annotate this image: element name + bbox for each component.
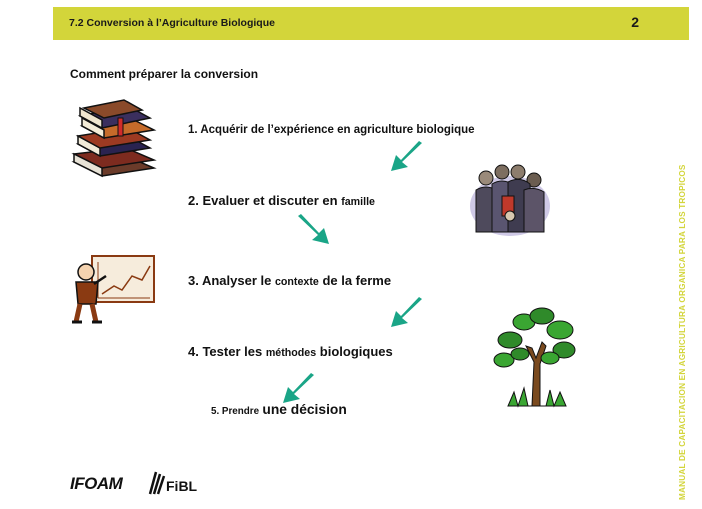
down-right-arrow-icon bbox=[298, 214, 329, 244]
group-of-people-clipart bbox=[470, 164, 550, 236]
page-number: 2 bbox=[631, 14, 639, 30]
books-clipart bbox=[71, 99, 157, 178]
step-5: 5. Prendre une décision bbox=[211, 402, 347, 417]
step-3: 3. Analyser le contexte de la ferme bbox=[188, 273, 392, 288]
ifoam-logo: IFOAM bbox=[70, 474, 123, 493]
presenter-chart-clipart bbox=[72, 255, 155, 324]
down-left-arrow-icon bbox=[391, 297, 422, 327]
tree-clipart bbox=[493, 307, 576, 408]
fibl-mark-icon bbox=[148, 471, 166, 495]
chapter-title: 7.2 Conversion à l’Agriculture Biologiqu… bbox=[69, 17, 275, 29]
header-bar: 7.2 Conversion à l’Agriculture Biologiqu… bbox=[53, 7, 689, 40]
step-1: 1. Acquérir de l’expérience en agricultu… bbox=[188, 124, 475, 136]
slide-subtitle: Comment préparer la conversion bbox=[70, 67, 259, 81]
fibl-logo-text: FiBL bbox=[166, 478, 198, 494]
fibl-logo: FiBL bbox=[148, 470, 197, 501]
step-4: 4. Tester les méthodes biologiques bbox=[188, 344, 393, 359]
down-left-arrow-icon bbox=[391, 141, 422, 171]
step-2: 2. Evaluer et discuter en famille bbox=[188, 193, 375, 208]
sidebar-manual-title: MANUAL DE CAPACITACION EN AGRICULTURA OR… bbox=[678, 164, 687, 500]
down-left-arrow-icon bbox=[283, 373, 314, 403]
